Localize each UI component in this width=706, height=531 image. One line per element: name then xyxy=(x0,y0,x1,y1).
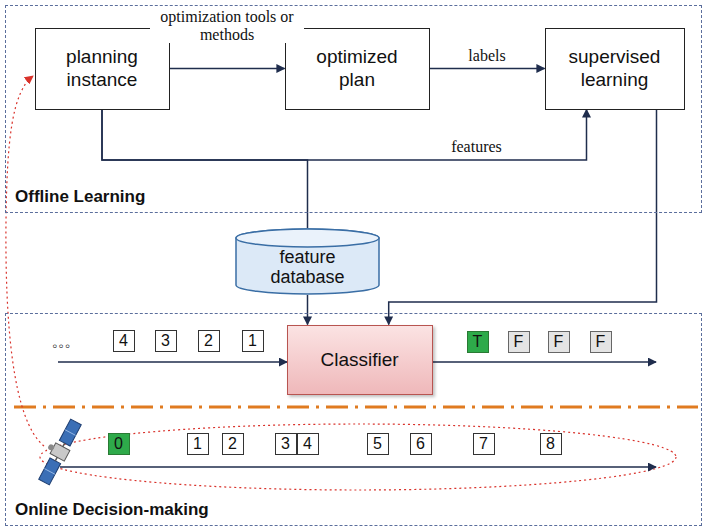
node-text: 8 xyxy=(546,436,555,452)
connector-arrow xyxy=(307,295,309,325)
sequence-cell: 2 xyxy=(198,330,220,352)
node-text: Classifier xyxy=(320,349,398,371)
node-text: T xyxy=(473,334,483,350)
satellite-icon xyxy=(33,416,83,486)
connector-arrow xyxy=(170,68,285,70)
sequence-cell: 2 xyxy=(222,433,244,455)
sequence-cell: 6 xyxy=(410,433,432,455)
node-text: 1 xyxy=(248,333,257,349)
edge-label: optimization tools or methods xyxy=(150,8,304,43)
node-text: optimized plan xyxy=(298,46,417,92)
node-text: 0 xyxy=(114,436,123,452)
node-text: F xyxy=(514,334,524,350)
node-text: 2 xyxy=(228,436,237,452)
sequence-cell: 4 xyxy=(113,330,135,352)
sequence-cell: 3 xyxy=(155,330,177,352)
sequence-cell: T xyxy=(467,331,489,353)
sequence-cell: 8 xyxy=(540,433,562,455)
timeline-arrow xyxy=(60,466,656,468)
database-cylinder: feature database xyxy=(235,228,380,295)
process-box: supervised learning xyxy=(545,28,685,110)
sequence-cell: F xyxy=(548,331,570,353)
feedback-curve xyxy=(6,76,44,446)
separator-line xyxy=(14,406,698,409)
node-text: planning instance xyxy=(48,46,157,92)
node-text: supervised learning xyxy=(558,46,672,92)
node-text: F xyxy=(596,334,606,350)
output-stream-arrow xyxy=(433,361,656,363)
node-text: 3 xyxy=(161,333,170,349)
input-stream-arrow xyxy=(58,361,287,363)
classifier-box: Classifier xyxy=(287,325,433,395)
node-text: 4 xyxy=(303,436,312,452)
node-text: 6 xyxy=(416,436,425,452)
node-text: 5 xyxy=(373,436,382,452)
orbit-ellipse xyxy=(40,424,676,490)
edge-label: features xyxy=(449,138,504,156)
sequence-cell: 3 xyxy=(275,433,297,455)
ellipsis-label: ◦◦◦ xyxy=(52,337,71,354)
sequence-cell: 1 xyxy=(187,433,209,455)
node-text: Offline Learning xyxy=(15,187,145,207)
connector-arrow xyxy=(102,110,308,229)
node-text: F xyxy=(554,334,564,350)
connector-arrow xyxy=(389,110,657,325)
process-box: optimized plan xyxy=(285,28,430,110)
connector-arrow xyxy=(102,110,587,161)
node-text: 7 xyxy=(479,436,488,452)
sequence-cell: 0 xyxy=(108,433,130,455)
edge-label: labels xyxy=(466,47,507,65)
node-text: 2 xyxy=(204,333,213,349)
stage-region: Offline Learningplanning instanceoptimiz… xyxy=(5,5,702,213)
sequence-cell: 1 xyxy=(242,330,264,352)
sequence-cell: 7 xyxy=(473,433,495,455)
node-text: 3 xyxy=(281,436,290,452)
sequence-cell: 5 xyxy=(367,433,389,455)
connector-arrow xyxy=(430,68,545,70)
node-text: 1 xyxy=(193,436,202,452)
stage-region: Online Decision-makingClassifier4321TFFF… xyxy=(5,313,702,526)
sequence-cell: F xyxy=(590,331,612,353)
sequence-cell: 4 xyxy=(297,433,319,455)
node-text: Online Decision-making xyxy=(15,500,209,520)
node-text: 4 xyxy=(119,333,128,349)
node-text: feature database xyxy=(247,248,368,288)
sequence-cell: F xyxy=(508,331,530,353)
